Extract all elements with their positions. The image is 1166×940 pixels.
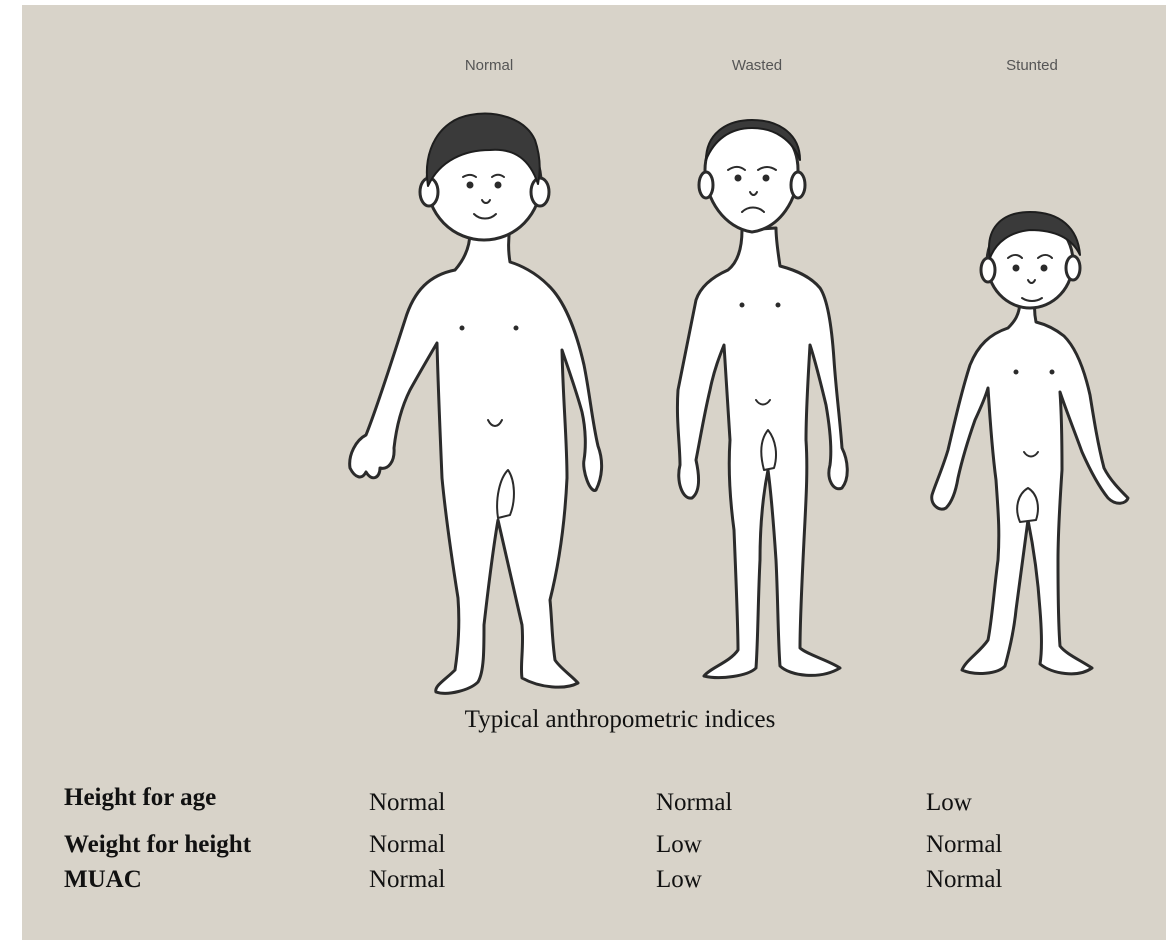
cell-muac-stunted: Normal xyxy=(926,866,1002,894)
row-label-weight-for-height: Weight for height xyxy=(64,831,251,859)
cell-weight-for-height-normal: Normal xyxy=(369,831,445,859)
cell-height-for-age-normal: Normal xyxy=(369,789,445,817)
figure-normal-child xyxy=(350,114,602,694)
figure-caption: Typical anthropometric indices xyxy=(330,706,910,734)
cell-height-for-age-wasted: Normal xyxy=(656,789,732,817)
cell-muac-normal: Normal xyxy=(369,866,445,894)
cell-height-for-age-stunted: Low xyxy=(926,789,972,817)
cell-weight-for-height-wasted: Low xyxy=(656,831,702,859)
figure-wasted-child xyxy=(677,120,847,678)
cell-muac-wasted: Low xyxy=(656,866,702,894)
row-label-height-for-age: Height for age xyxy=(64,784,216,812)
row-label-muac: MUAC xyxy=(64,866,142,894)
cell-weight-for-height-stunted: Normal xyxy=(926,831,1002,859)
